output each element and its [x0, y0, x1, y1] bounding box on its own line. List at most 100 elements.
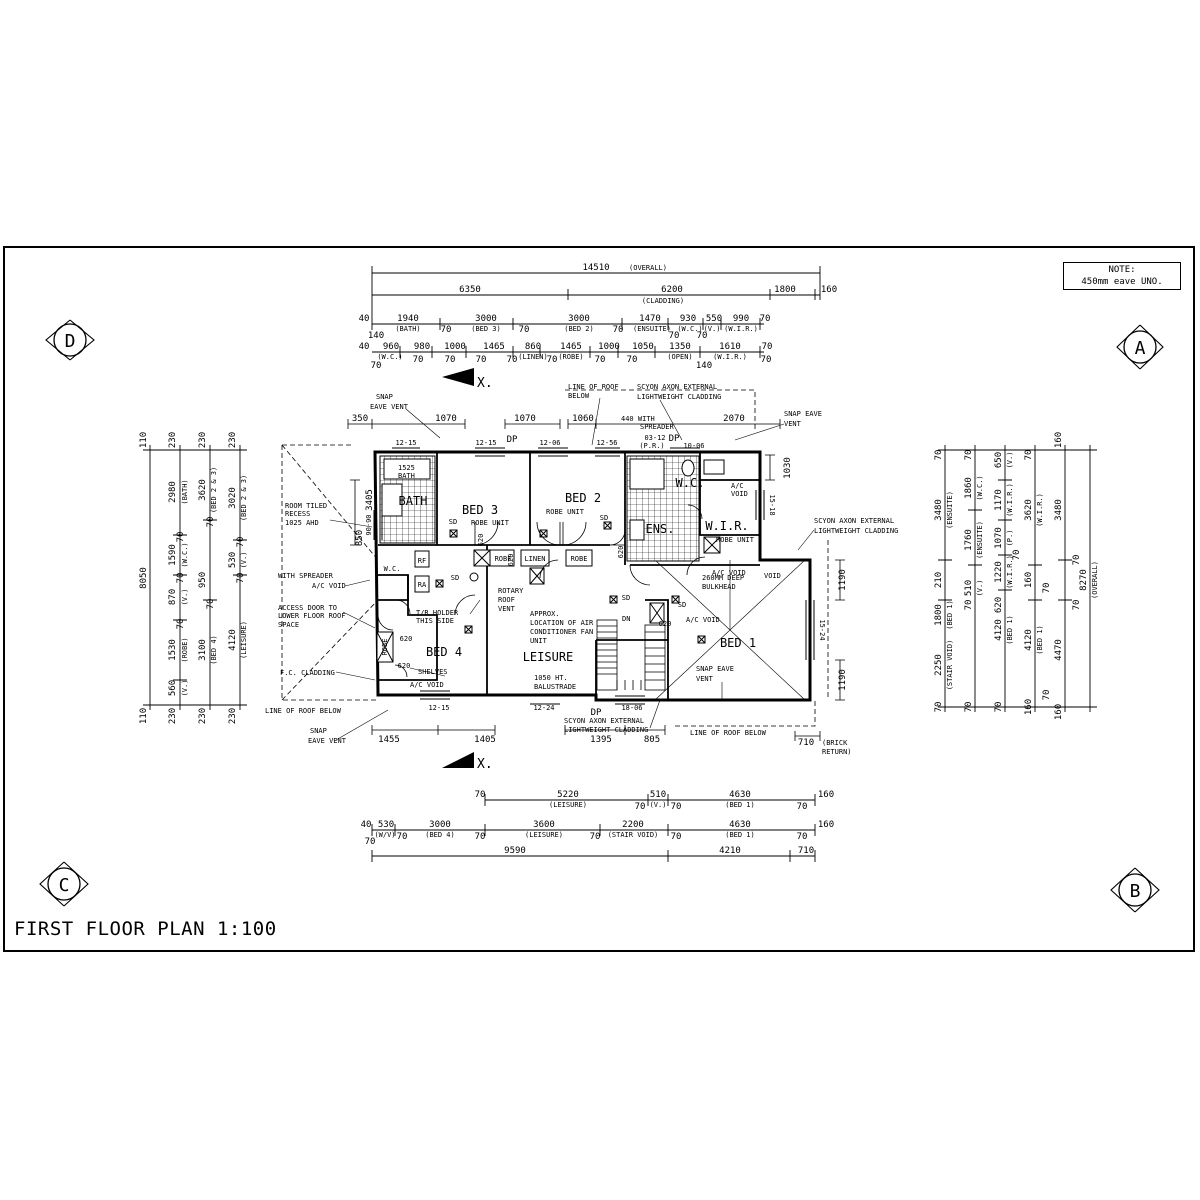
svg-text:(W.I.R.): (W.I.R.)	[1006, 555, 1014, 589]
svg-text:40: 40	[359, 314, 370, 324]
svg-text:1070: 1070	[435, 414, 457, 424]
svg-text:F.C. CLADDING: F.C. CLADDING	[280, 669, 335, 677]
svg-text:SD: SD	[678, 601, 686, 609]
dim-top-row2-0: 6350	[459, 285, 481, 295]
svg-text:70: 70	[475, 832, 486, 842]
svg-text:A/C VOID: A/C VOID	[410, 681, 444, 689]
svg-text:210: 210	[934, 572, 944, 588]
svg-text:990: 990	[733, 314, 749, 324]
svg-text:A/C VOID: A/C VOID	[686, 616, 720, 624]
note-heading: NOTE:	[1108, 265, 1136, 275]
svg-text:70: 70	[994, 702, 1004, 713]
svg-text:(LEISURE): (LEISURE)	[240, 621, 248, 659]
svg-text:620: 620	[477, 534, 485, 547]
svg-text:(V.): (V.)	[181, 680, 189, 697]
grid-marker-c-label: C	[59, 875, 70, 896]
svg-text:1530: 1530	[168, 639, 178, 661]
svg-text:70: 70	[1024, 450, 1034, 461]
svg-text:70: 70	[627, 355, 638, 365]
svg-text:(V.): (V.)	[976, 580, 984, 597]
room-wir: W.I.R.	[705, 519, 748, 533]
svg-text:1405: 1405	[474, 735, 496, 745]
ensuite-shower-2	[629, 519, 645, 541]
svg-text:860: 860	[525, 342, 541, 352]
svg-text:510: 510	[964, 580, 974, 596]
svg-text:(BED 2 & 3): (BED 2 & 3)	[240, 475, 248, 521]
svg-text:(P.R.): (P.R.)	[639, 442, 664, 450]
svg-text:70: 70	[236, 573, 246, 584]
roof-hip-lines	[654, 559, 806, 701]
svg-text:1000: 1000	[598, 342, 620, 352]
interior-walls	[378, 452, 760, 700]
svg-text:1070: 1070	[514, 414, 536, 424]
room-bed3: BED 3	[462, 503, 498, 517]
svg-text:(BED 1): (BED 1)	[725, 831, 755, 839]
svg-text:70: 70	[797, 802, 808, 812]
svg-text:2070: 2070	[723, 414, 745, 424]
svg-text:3020: 3020	[228, 487, 238, 509]
svg-text:DP: DP	[669, 434, 680, 444]
stairs	[596, 619, 666, 691]
svg-text:960: 960	[383, 342, 399, 352]
bathtub	[383, 458, 431, 480]
grid-marker-b-label: B	[1130, 881, 1141, 902]
room-leisure: LEISURE	[523, 650, 574, 664]
svg-text:3000: 3000	[475, 314, 497, 324]
robes	[376, 536, 721, 663]
grid-marker-a: A	[1116, 324, 1164, 370]
svg-text:(STAIR VOID): (STAIR VOID)	[946, 640, 954, 691]
svg-text:110: 110	[139, 708, 149, 724]
svg-text:DP: DP	[591, 708, 602, 718]
svg-text:03-12: 03-12	[644, 434, 665, 442]
svg-text:A/C VOID: A/C VOID	[712, 569, 746, 577]
svg-text:70: 70	[475, 790, 486, 800]
svg-text:(BED 3): (BED 3)	[471, 325, 501, 333]
svg-text:(BED 1): (BED 1)	[725, 801, 755, 809]
ensuite-toilet	[681, 459, 695, 477]
svg-text:70: 70	[934, 450, 944, 461]
grid-marker-b: B	[1110, 867, 1160, 913]
room-bed1: BED 1	[720, 636, 756, 650]
svg-text:1800: 1800	[934, 604, 944, 626]
svg-text:1060: 1060	[572, 414, 594, 424]
svg-text:(W.C.): (W.C.)	[677, 325, 702, 333]
svg-text:1470: 1470	[639, 314, 661, 324]
svg-text:160: 160	[821, 285, 837, 295]
svg-text:SD: SD	[451, 574, 459, 582]
svg-text:1455: 1455	[378, 735, 400, 745]
svg-text:1220: 1220	[994, 561, 1004, 583]
svg-text:70: 70	[445, 355, 456, 365]
grid-marker-d: D	[45, 319, 95, 361]
svg-text:40: 40	[361, 820, 372, 830]
svg-text:X.: X.	[477, 376, 493, 391]
svg-text:(BED 1): (BED 1)	[1006, 615, 1014, 645]
svg-text:(W.I.R.): (W.I.R.)	[713, 353, 747, 361]
svg-text:620: 620	[994, 597, 1004, 613]
svg-text:1465: 1465	[483, 342, 505, 352]
fridge-rf: RF	[418, 557, 426, 565]
svg-text:(BED 2 & 3): (BED 2 & 3)	[210, 467, 218, 513]
dim-overall-width: 14510	[582, 263, 609, 273]
svg-text:70: 70	[934, 702, 944, 713]
room-bath: BATH	[399, 494, 428, 508]
svg-text:3000: 3000	[568, 314, 590, 324]
windows	[373, 447, 815, 705]
svg-text:950: 950	[198, 572, 208, 588]
svg-text:1590: 1590	[168, 544, 178, 566]
svg-text:(V.): (V.)	[650, 801, 667, 809]
svg-text:(ENSUITE): (ENSUITE)	[633, 325, 671, 333]
svg-text:160: 160	[1024, 699, 1034, 715]
svg-text:(W.C.): (W.C.)	[377, 353, 402, 361]
svg-text:(V.): (V.)	[1006, 452, 1014, 469]
svg-text:1050: 1050	[632, 342, 654, 352]
svg-text:70: 70	[397, 832, 408, 842]
